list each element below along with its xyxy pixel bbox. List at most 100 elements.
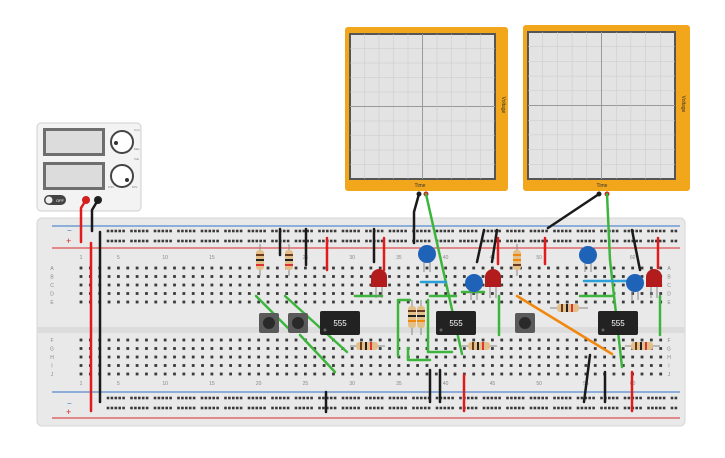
breadboard-hole[interactable] [219, 275, 223, 278]
rail-hole[interactable] [517, 396, 521, 400]
breadboard-hole[interactable] [341, 283, 345, 287]
rail-hole[interactable] [655, 239, 658, 243]
breadboard-hole[interactable] [275, 338, 279, 342]
breadboard-hole[interactable] [444, 300, 448, 304]
breadboard-hole[interactable] [350, 300, 354, 304]
rail-hole[interactable] [388, 239, 392, 243]
breadboard-hole[interactable] [275, 275, 279, 278]
breadboard-hole[interactable] [491, 364, 494, 367]
breadboard-hole[interactable] [313, 364, 317, 367]
breadboard-hole[interactable] [547, 364, 550, 367]
breadboard-hole[interactable] [425, 275, 429, 278]
rail-hole[interactable] [537, 406, 541, 410]
rail-hole[interactable] [353, 396, 356, 400]
breadboard-hole[interactable] [640, 275, 644, 278]
breadboard-hole[interactable] [219, 355, 223, 359]
resistor[interactable] [285, 244, 293, 276]
breadboard-hole[interactable] [547, 347, 550, 350]
breadboard-hole[interactable] [275, 355, 279, 359]
rail-hole[interactable] [165, 396, 168, 400]
rail-hole[interactable] [157, 239, 161, 243]
breadboard-hole[interactable] [565, 364, 569, 367]
rail-hole[interactable] [200, 229, 204, 233]
breadboard-hole[interactable] [145, 300, 148, 304]
rail-hole[interactable] [134, 229, 137, 233]
breadboard-hole[interactable] [266, 283, 270, 287]
breadboard-hole[interactable] [434, 292, 438, 295]
breadboard-hole[interactable] [472, 292, 476, 295]
rail-hole[interactable] [282, 239, 286, 243]
breadboard-hole[interactable] [565, 372, 569, 376]
rail-hole[interactable] [345, 406, 349, 410]
rail-hole[interactable] [521, 239, 525, 243]
breadboard-hole[interactable] [219, 347, 223, 350]
breadboard-hole[interactable] [378, 372, 382, 376]
breadboard-hole[interactable] [425, 292, 429, 295]
breadboard-hole[interactable] [135, 300, 139, 304]
rail-hole[interactable] [404, 396, 407, 400]
led-red[interactable] [485, 269, 501, 298]
breadboard-hole[interactable] [519, 283, 522, 287]
breadboard-hole[interactable] [154, 347, 158, 350]
breadboard-hole[interactable] [444, 292, 448, 295]
breadboard-hole[interactable] [519, 300, 522, 304]
push-button[interactable] [288, 313, 308, 333]
breadboard-hole[interactable] [509, 338, 513, 342]
breadboard-hole[interactable] [266, 364, 270, 367]
breadboard-hole[interactable] [126, 300, 130, 304]
rail-hole[interactable] [263, 406, 266, 410]
rail-hole[interactable] [204, 239, 208, 243]
breadboard-hole[interactable] [285, 338, 289, 342]
breadboard-hole[interactable] [528, 266, 532, 270]
breadboard-hole[interactable] [649, 266, 653, 270]
breadboard-hole[interactable] [472, 364, 476, 367]
breadboard-hole[interactable] [369, 266, 373, 270]
rail-hole[interactable] [396, 406, 400, 410]
breadboard-hole[interactable] [500, 364, 504, 367]
breadboard-hole[interactable] [145, 347, 148, 350]
breadboard-hole[interactable] [388, 347, 391, 350]
breadboard-hole[interactable] [182, 364, 186, 367]
breadboard-hole[interactable] [145, 355, 148, 359]
breadboard-hole[interactable] [266, 347, 270, 350]
breadboard-hole[interactable] [537, 283, 541, 287]
breadboard-hole[interactable] [163, 283, 167, 287]
rail-hole[interactable] [169, 406, 172, 410]
breadboard-hole[interactable] [565, 266, 569, 270]
rail-hole[interactable] [604, 406, 607, 410]
breadboard-hole[interactable] [173, 283, 176, 287]
breadboard-hole[interactable] [659, 292, 663, 295]
rail-hole[interactable] [635, 396, 638, 400]
rail-hole[interactable] [345, 396, 349, 400]
breadboard-hole[interactable] [425, 364, 429, 367]
rail-hole[interactable] [623, 239, 627, 243]
rail-hole[interactable] [396, 229, 400, 233]
rail-hole[interactable] [541, 239, 544, 243]
rail-hole[interactable] [557, 229, 560, 233]
rail-hole[interactable] [251, 229, 255, 233]
rail-hole[interactable] [122, 406, 125, 410]
rail-hole[interactable] [474, 406, 478, 410]
wire-green[interactable] [396, 298, 412, 358]
rail-hole[interactable] [181, 406, 184, 410]
breadboard-hole[interactable] [500, 275, 504, 278]
breadboard-hole[interactable] [509, 275, 513, 278]
resistor[interactable] [350, 342, 385, 350]
breadboard-hole[interactable] [117, 283, 120, 287]
rail-hole[interactable] [157, 396, 161, 400]
breadboard-hole[interactable] [350, 372, 354, 376]
rail-hole[interactable] [486, 229, 490, 233]
rail-hole[interactable] [165, 229, 168, 233]
breadboard-hole[interactable] [519, 292, 522, 295]
rail-hole[interactable] [580, 239, 584, 243]
breadboard-hole[interactable] [360, 364, 363, 367]
rail-hole[interactable] [647, 229, 650, 233]
rail-hole[interactable] [392, 396, 396, 400]
rail-hole[interactable] [482, 396, 486, 400]
breadboard-hole[interactable] [434, 300, 438, 304]
rail-hole[interactable] [185, 406, 188, 410]
breadboard-hole[interactable] [285, 292, 289, 295]
rail-hole[interactable] [294, 396, 298, 400]
breadboard-hole[interactable] [612, 275, 616, 278]
rail-hole[interactable] [459, 239, 462, 243]
